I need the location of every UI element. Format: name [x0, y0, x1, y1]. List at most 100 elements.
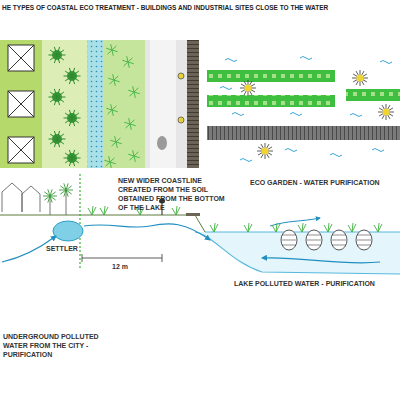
reed-symbols: [110, 162, 116, 164]
reed-symbols: [106, 108, 112, 110]
section-tree: [50, 196, 51, 215]
reed-symbols: [130, 124, 136, 126]
reed-symbols: [111, 44, 112, 50]
water-lily-symbol: [362, 81, 365, 85]
water-lily-symbol: [356, 81, 359, 85]
part-label: SETTLER: [46, 244, 78, 253]
grass-symbol: [374, 223, 382, 232]
house-outline: [2, 183, 40, 212]
water-lily-symbol: [265, 143, 266, 148]
water-channel-texture: [87, 40, 103, 168]
section-note: NEW WIDER COASTLINE CREATED FROM THE SOI…: [118, 176, 230, 212]
reed-symbols: [127, 56, 128, 62]
reed-symbols: [116, 138, 120, 142]
water-lily-symbol: [265, 154, 266, 159]
algae-symbol: [372, 149, 384, 152]
reed-symbols: [114, 80, 120, 82]
water-lily-symbol: [389, 112, 394, 113]
tree-strip: [42, 40, 87, 168]
water-lily-symbol: [360, 81, 361, 86]
tree-symbols: [49, 47, 81, 166]
grass-symbol: [244, 223, 252, 232]
algae-symbol: [380, 61, 392, 64]
grass-symbol: [348, 223, 356, 232]
float-buoy: [282, 240, 296, 241]
water-lily-symbol: [244, 91, 247, 95]
tree-symbols: [72, 71, 79, 76]
house-outline: [2, 183, 22, 212]
building: [8, 45, 34, 71]
house-outline: [22, 186, 40, 212]
section-tree: [44, 196, 50, 200]
building: [8, 137, 34, 163]
lake-flow: [270, 218, 320, 226]
float-buoy: [356, 230, 372, 250]
water-lily-symbol: [268, 151, 273, 152]
reed-symbols: [128, 62, 129, 68]
section-note: ECO GARDEN - WATER PURIFICATION: [250, 178, 380, 187]
floating-garden: [207, 70, 335, 82]
water-lily-symbol: [258, 153, 262, 156]
reed-symbols: [124, 62, 128, 66]
reed-symbols: [134, 156, 140, 158]
section-tree: [50, 196, 52, 203]
tree-symbols: [50, 97, 57, 102]
grass-symbol: [210, 223, 218, 232]
reed-symbols: [104, 160, 110, 162]
dimension-line: [82, 254, 162, 262]
reed-symbols: [111, 104, 112, 110]
section-tree: [50, 192, 56, 196]
grass-symbol: [100, 206, 108, 215]
water-lily-symbol: [268, 153, 272, 156]
shore-boardwalk: [187, 40, 199, 168]
reed-symbols: [112, 110, 118, 112]
water-lily-symbol: [363, 80, 367, 83]
reed-symbols: [112, 50, 113, 56]
water-lily-symbol: [388, 115, 391, 119]
pier: [207, 126, 400, 140]
tree-symbols: [69, 68, 72, 76]
algae-symbol: [240, 159, 252, 162]
water-lily-symbol: [352, 78, 357, 79]
dimension-line: [162, 254, 163, 262]
reed-symbols: [116, 142, 122, 144]
grass-symbol: [324, 223, 332, 232]
water-lily-symbol: [360, 70, 361, 75]
section-tree: [64, 183, 66, 190]
tree-symbols: [72, 113, 79, 118]
water-lily-symbol: [241, 84, 245, 87]
building: [8, 45, 34, 71]
water-lily-symbol: [357, 75, 364, 82]
dimension-label: 12 m: [112, 262, 128, 271]
float-buoy: [332, 240, 346, 241]
water-lily-symbol: [379, 114, 383, 117]
float-buoy: [332, 245, 346, 246]
floating-garden: [346, 89, 400, 101]
water-lily-symbol: [362, 71, 365, 75]
reed-symbols: [130, 120, 134, 124]
promenade-path: [150, 40, 176, 168]
tree-symbols: [57, 92, 64, 97]
float-buoy: [306, 230, 322, 250]
reed-symbols: [134, 88, 138, 92]
water-lily-symbol: [248, 80, 249, 85]
reed-symbols: [110, 140, 116, 142]
float-buoy: [307, 245, 321, 246]
water-lily-symbol: [251, 90, 255, 93]
section-note: LAKE POLLUTED WATER - PURIFICATION: [234, 279, 375, 288]
water-lily-symbol: [267, 154, 270, 158]
tree-symbols: [65, 118, 72, 123]
water-lily-symbol: [261, 144, 264, 148]
reed-symbols: [124, 122, 130, 124]
reed-symbols: [108, 110, 112, 114]
water-lily-symbol: [379, 108, 383, 111]
reed-strip: [103, 40, 145, 168]
water-lily-symbol: [389, 114, 393, 117]
algae-symbol: [290, 113, 302, 116]
tree-symbols: [72, 118, 75, 126]
reed-symbols: [106, 48, 112, 50]
reed-symbols: [128, 154, 134, 156]
dimension-line: [82, 258, 162, 259]
water-lily-symbol: [261, 154, 264, 158]
building: [8, 137, 34, 163]
